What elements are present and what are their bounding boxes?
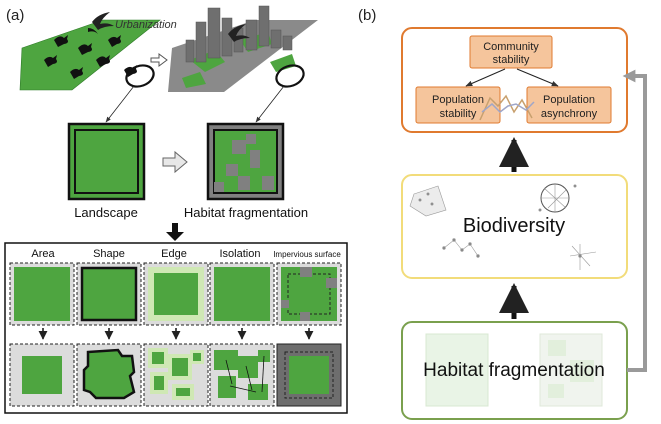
panel-a-label: (a)	[6, 7, 24, 24]
diversity-icons	[409, 183, 597, 270]
zoom-ellipse	[125, 64, 155, 88]
urbanization-arrow	[150, 53, 168, 67]
population-asynchrony-node	[526, 86, 612, 124]
population-dynamics-lines	[479, 94, 535, 121]
bird-icon	[88, 28, 98, 34]
metric-label-area: Area	[31, 248, 55, 260]
stability-to-population-arrow	[465, 68, 506, 87]
metric-label-edge: Edge	[161, 248, 187, 260]
biodiversity-label: Biodiversity	[463, 215, 565, 237]
metrics-row-before	[9, 262, 342, 326]
population-asynchrony-line1: Population	[543, 94, 595, 106]
population-stability-line2: stability	[440, 108, 477, 120]
biodiversity-box	[401, 174, 628, 279]
natural-landscape-illustration	[19, 12, 161, 91]
asynchrony-arrow	[516, 68, 559, 87]
fragmentation-arrow	[162, 150, 188, 174]
community-stability-line1: Community	[483, 41, 539, 53]
swallow-icon	[92, 12, 114, 30]
bird-icon	[96, 55, 110, 67]
metric-label-shape: Shape	[93, 248, 125, 260]
metric-label-isolation: Isolation	[220, 248, 261, 260]
fragmented-landscape-square	[206, 122, 285, 201]
swallow-icon	[228, 24, 250, 42]
bird-icon	[108, 35, 121, 47]
zoom-arrow	[255, 85, 285, 123]
feedback-arrow	[622, 69, 647, 372]
landscape-square	[67, 122, 146, 201]
bird-icon	[54, 35, 68, 47]
population-stability-node	[415, 86, 501, 124]
metrics-arrow	[166, 223, 184, 241]
landscape-thumbnail	[425, 333, 489, 407]
zoom-arrow	[105, 85, 135, 123]
metric-label-impervious-surface: Impervious surface	[273, 250, 341, 259]
zoom-ellipse	[275, 64, 305, 88]
population-asynchrony-line2: asynchrony	[541, 108, 598, 120]
bird-icon	[44, 55, 57, 67]
habitat-fragmentation-title: Habitat fragmentation	[423, 360, 605, 381]
metrics-row-after	[9, 343, 342, 407]
bird-icon	[70, 67, 83, 79]
community-stability-node	[469, 35, 553, 69]
urban-landscape-illustration	[168, 5, 318, 92]
bird-icon	[78, 43, 92, 55]
panel-b-label: (b)	[358, 7, 376, 24]
landscape-label: Landscape	[74, 205, 138, 220]
population-stability-line1: Population	[432, 94, 484, 106]
habitat-fragmentation-label: Habitat fragmentation	[184, 205, 308, 220]
community-stability-line2: stability	[493, 54, 530, 66]
urbanization-label: Urbanization	[115, 19, 177, 31]
metrics-row-arrows	[38, 328, 314, 340]
